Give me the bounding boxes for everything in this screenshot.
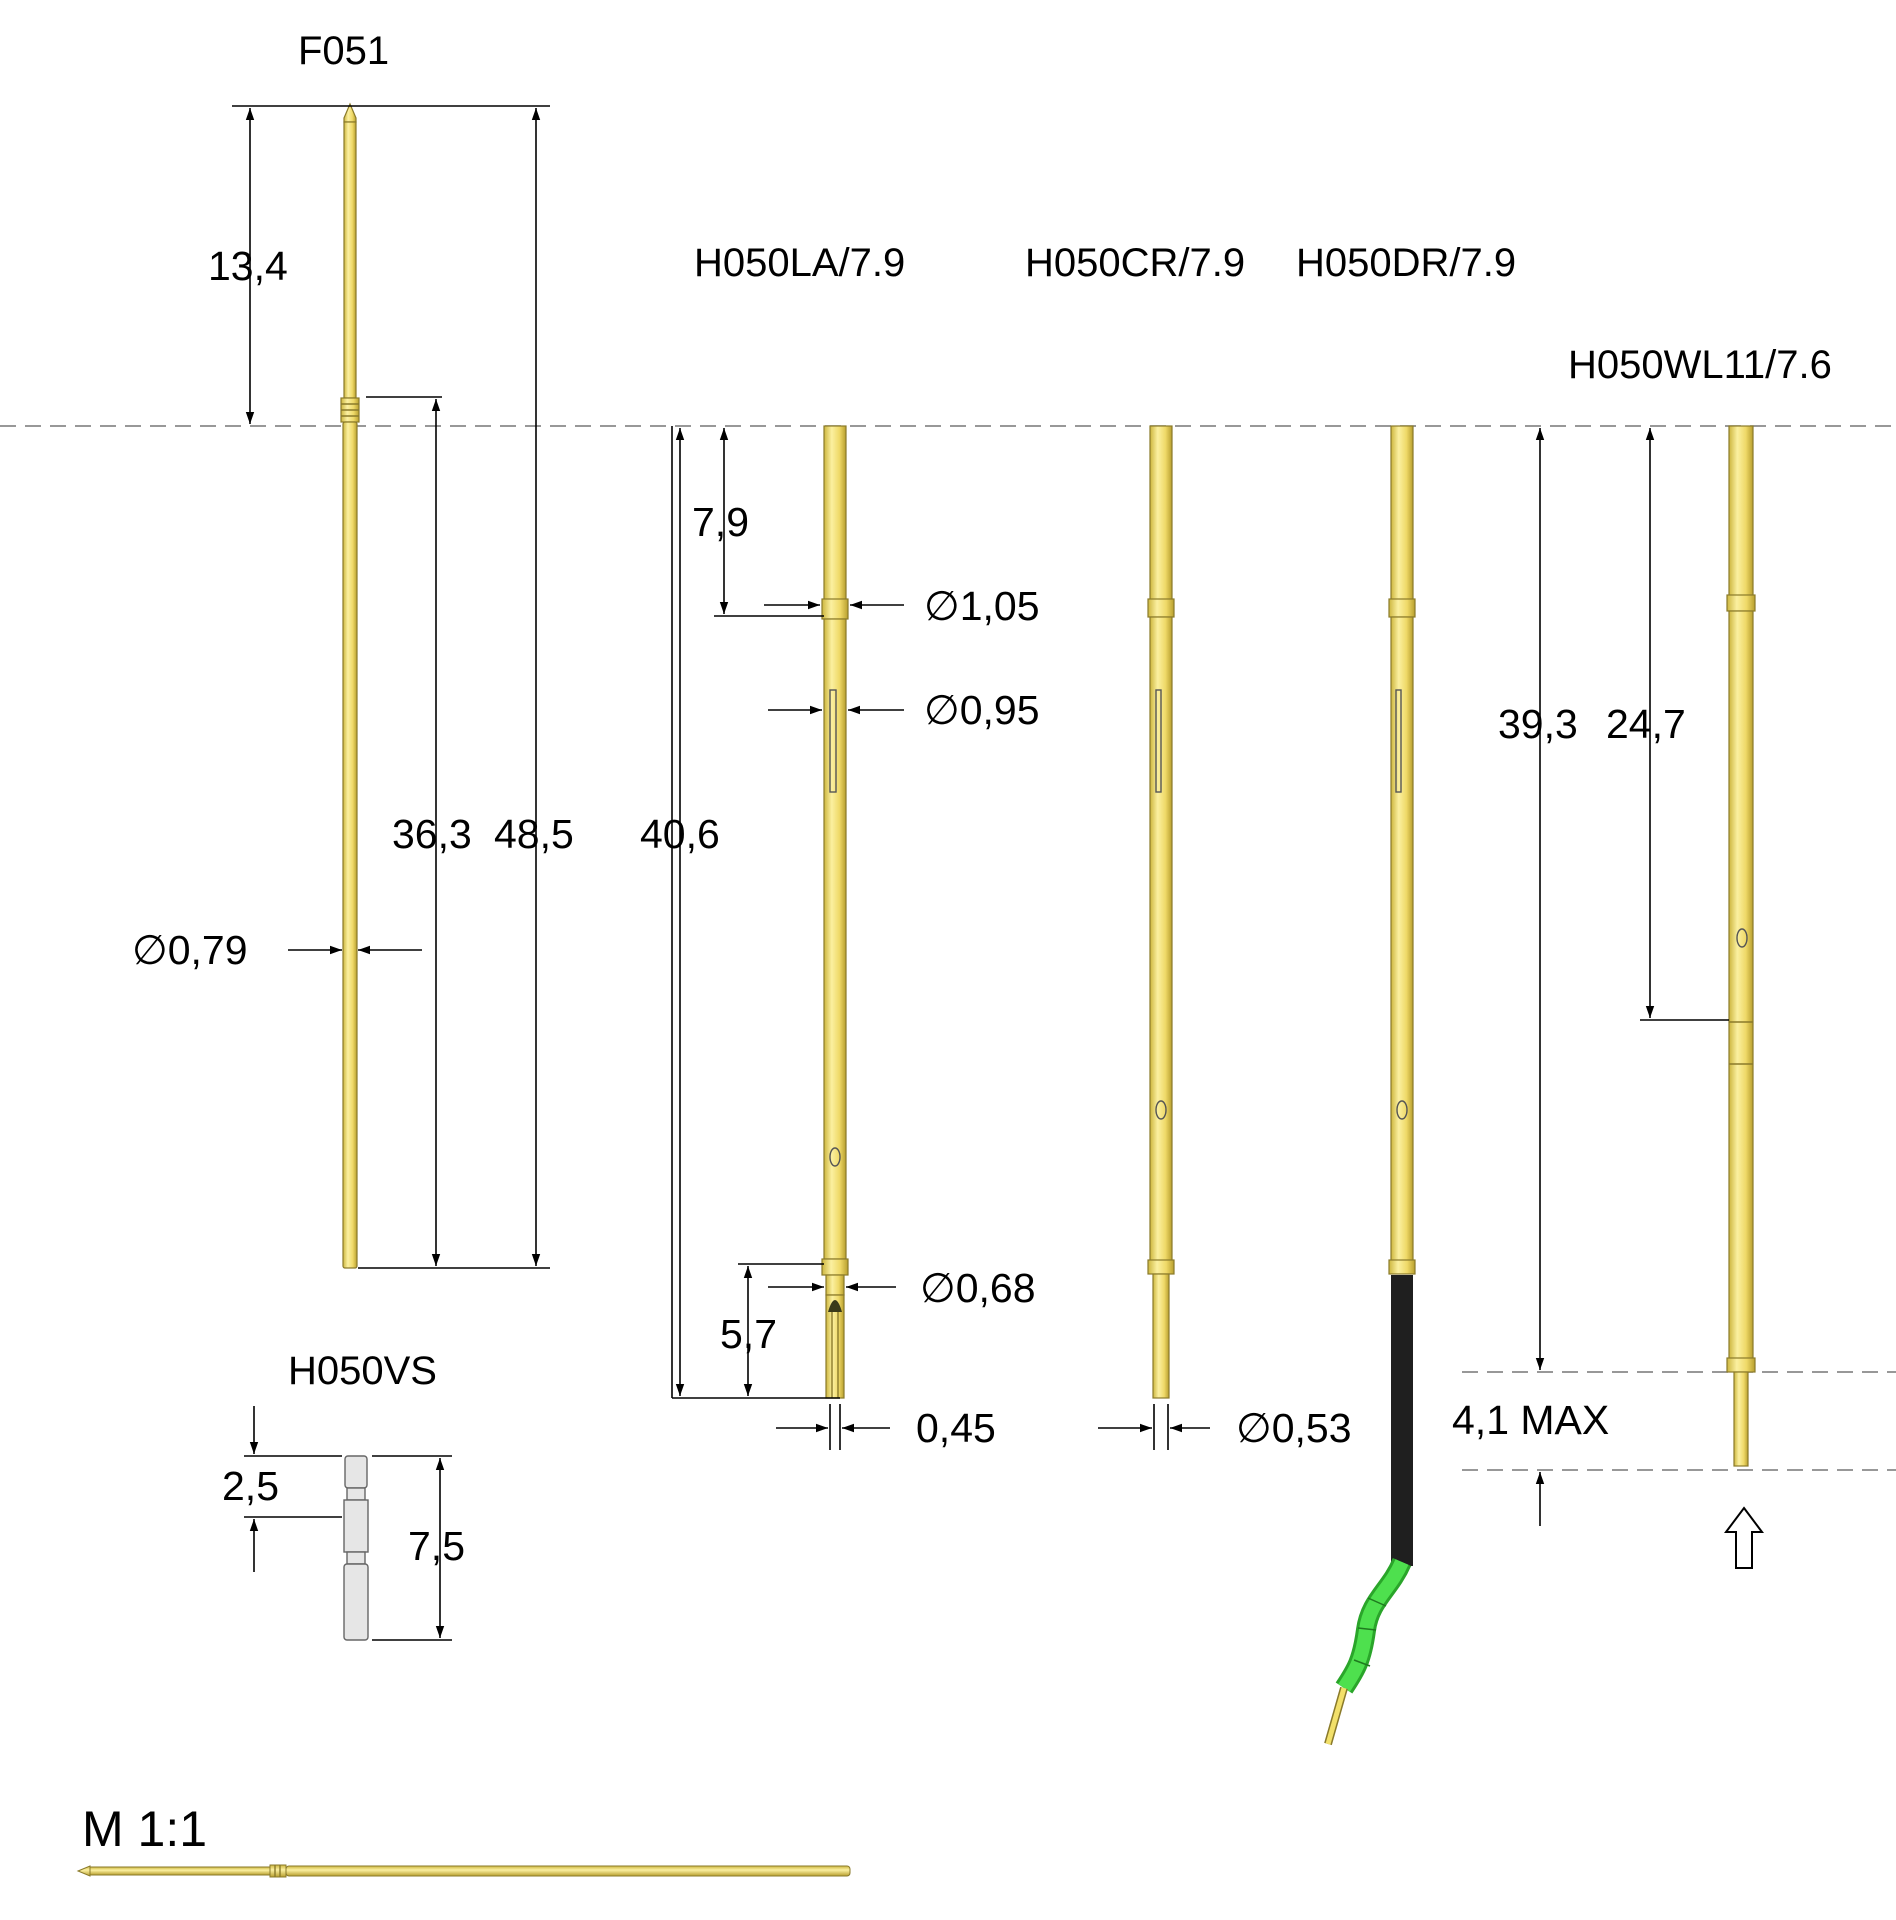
dim-0-45: 0,45 [916,1405,996,1451]
dim-dia-0-79: ∅0,79 [132,927,248,973]
dim-7-9: 7,9 [692,499,749,545]
scale-label: M 1:1 [82,1801,207,1857]
dim-5-7: 5,7 [720,1311,777,1357]
label-h050vs: H050VS [288,1349,437,1393]
dim-39-3: 39,3 [1498,701,1578,747]
dim-dia-0-53: ∅0,53 [1236,1405,1352,1451]
label-h050wl11: H050WL11/7.6 [1568,343,1832,387]
receptacle-h050cr [1147,425,1175,1399]
label-f051: F051 [298,29,389,73]
dim-2-5: 2,5 [222,1463,279,1509]
label-h050la: H050LA/7.9 [694,241,905,285]
label-h050dr: H050DR/7.9 [1296,241,1516,285]
label-h050cr: H050CR/7.9 [1025,241,1245,285]
scale-probe [76,1864,851,1878]
probe-f051-barrel [342,421,358,1269]
dim-40-6: 40,6 [640,811,720,857]
dim-36-3: 36,3 [392,811,472,857]
receptacle-h050dr [1388,425,1416,1275]
wire-h050dr [1324,1275,1413,1746]
probe-f051 [340,102,360,1269]
receptacle-h050wl11 [1726,425,1756,1467]
receptacle-h050la [821,425,849,1399]
probe-f051-plunger [343,121,357,399]
dim-13-4: 13,4 [208,243,288,289]
dim-dia-0-68: ∅0,68 [920,1265,1036,1311]
dim-24-7: 24,7 [1606,701,1686,747]
dim-7-5: 7,5 [408,1523,465,1569]
dim-48-5: 48,5 [494,811,574,857]
dim-dia-1-05: ∅1,05 [924,583,1040,629]
dim-4-1-max: 4,1 MAX [1452,1397,1609,1443]
dim-dia-0-95: ∅0,95 [924,687,1040,733]
sleeve-h050vs [343,1455,369,1641]
up-arrow-outline-icon [1724,1506,1764,1569]
